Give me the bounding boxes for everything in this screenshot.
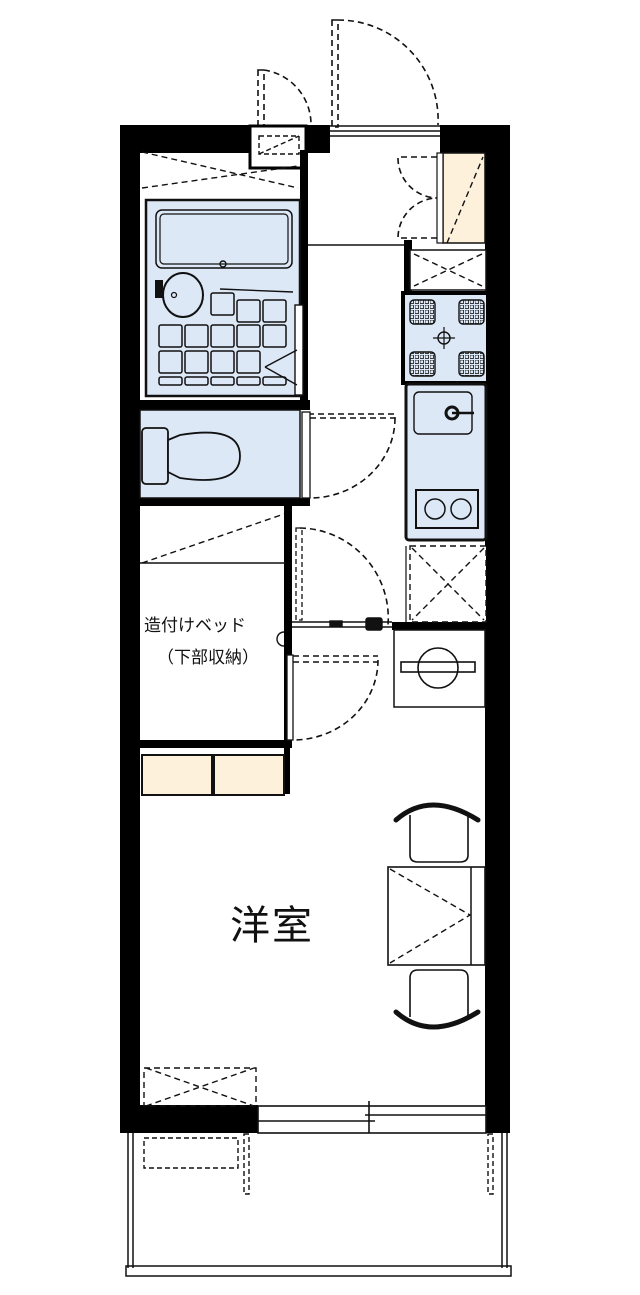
chair	[393, 969, 481, 1030]
two-burner-stove	[401, 291, 490, 385]
shoe-cabinet-doors[interactable]	[397, 156, 438, 239]
washroom-door[interactable]	[295, 527, 390, 626]
bathroom-sink	[155, 272, 204, 318]
bath-folding-door[interactable]	[264, 304, 304, 396]
western-room-door[interactable]	[286, 654, 379, 741]
bath-floor-tiles	[158, 292, 287, 386]
storage-shelves	[141, 754, 285, 796]
gas-range	[415, 489, 479, 529]
exterior-walls	[120, 125, 510, 1133]
built-in-bed-sublabel: （下部収納）	[157, 648, 259, 668]
aircon-space	[143, 1067, 257, 1107]
toilet-room	[139, 409, 301, 499]
shoe-cabinet	[436, 152, 486, 244]
entrance-door[interactable]	[331, 19, 439, 128]
washing-machine-space	[393, 629, 486, 708]
interior-walls	[140, 150, 487, 794]
kitchen-storage	[409, 545, 487, 623]
built-in-bed	[140, 513, 286, 647]
meter-box-door[interactable]	[257, 69, 312, 128]
chair	[393, 802, 481, 863]
entrance-threshold	[330, 125, 440, 137]
meter-box	[248, 124, 308, 170]
upper-shelf	[141, 151, 299, 189]
western-room-label: 洋室	[230, 903, 314, 949]
balcony-window[interactable]	[257, 1101, 487, 1134]
dining-table	[387, 866, 486, 966]
balcony	[125, 1133, 512, 1277]
built-in-bed-label: 造付けベッド	[144, 616, 246, 636]
room-partition-sliding-door[interactable]	[292, 617, 392, 631]
refrigerator-space	[409, 249, 487, 291]
toilet-door[interactable]	[301, 411, 396, 499]
outdoor-unit-space	[143, 1133, 494, 1195]
